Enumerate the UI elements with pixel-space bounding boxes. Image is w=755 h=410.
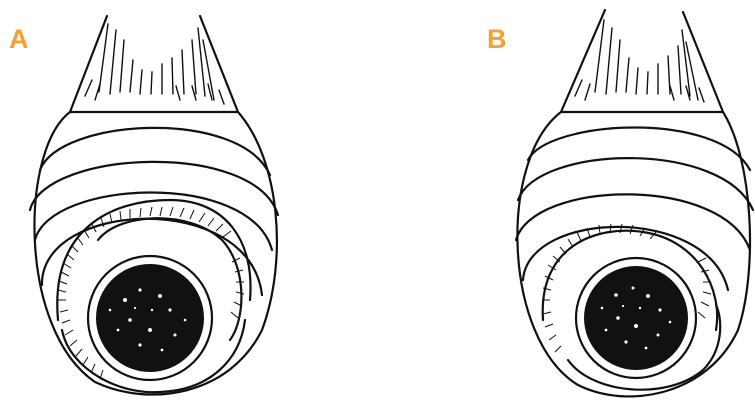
panel-b: B — [378, 0, 755, 410]
panel-label-a: A — [9, 24, 29, 55]
coil-ring — [30, 162, 278, 215]
dark-lumen — [96, 264, 204, 372]
coil-ring — [518, 158, 753, 210]
tube-cross-section-illustration-a — [0, 0, 377, 410]
panel-a: A — [0, 0, 377, 410]
tube-cross-section-illustration-b — [378, 0, 755, 410]
panel-label-b: B — [487, 24, 507, 55]
dark-lumen — [584, 266, 688, 370]
coil-ring — [40, 128, 270, 175]
coil-ring — [528, 128, 750, 171]
